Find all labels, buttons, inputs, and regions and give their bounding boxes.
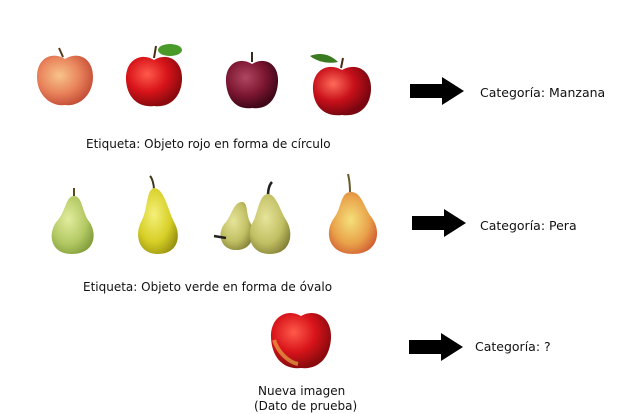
label-pear: Etiqueta: Objeto verde en forma de óvalo: [83, 280, 333, 294]
arrow-icon: [409, 333, 463, 361]
arrow-icon: [412, 209, 466, 237]
category-pear: Categoría: Pera: [480, 218, 577, 233]
pear-pair-icon: [213, 181, 291, 254]
pear-icon: [51, 188, 94, 254]
apple-icon: [270, 312, 332, 369]
category-apple: Categoría: Manzana: [480, 85, 606, 100]
pear-icon: [328, 173, 378, 254]
test-caption-line2: (Dato de prueba): [254, 399, 358, 413]
apple-icon: [225, 52, 279, 109]
apple-icon: [37, 47, 93, 106]
apple-icon: [125, 44, 183, 107]
label-apple: Etiqueta: Objeto rojo en forma de círcul…: [86, 137, 331, 151]
apple-icon: [310, 54, 372, 116]
arrow-icon: [410, 77, 464, 105]
test-caption-line1: Nueva imagen: [258, 384, 346, 398]
pear-icon: [138, 175, 178, 254]
category-test: Categoría: ?: [475, 339, 551, 354]
